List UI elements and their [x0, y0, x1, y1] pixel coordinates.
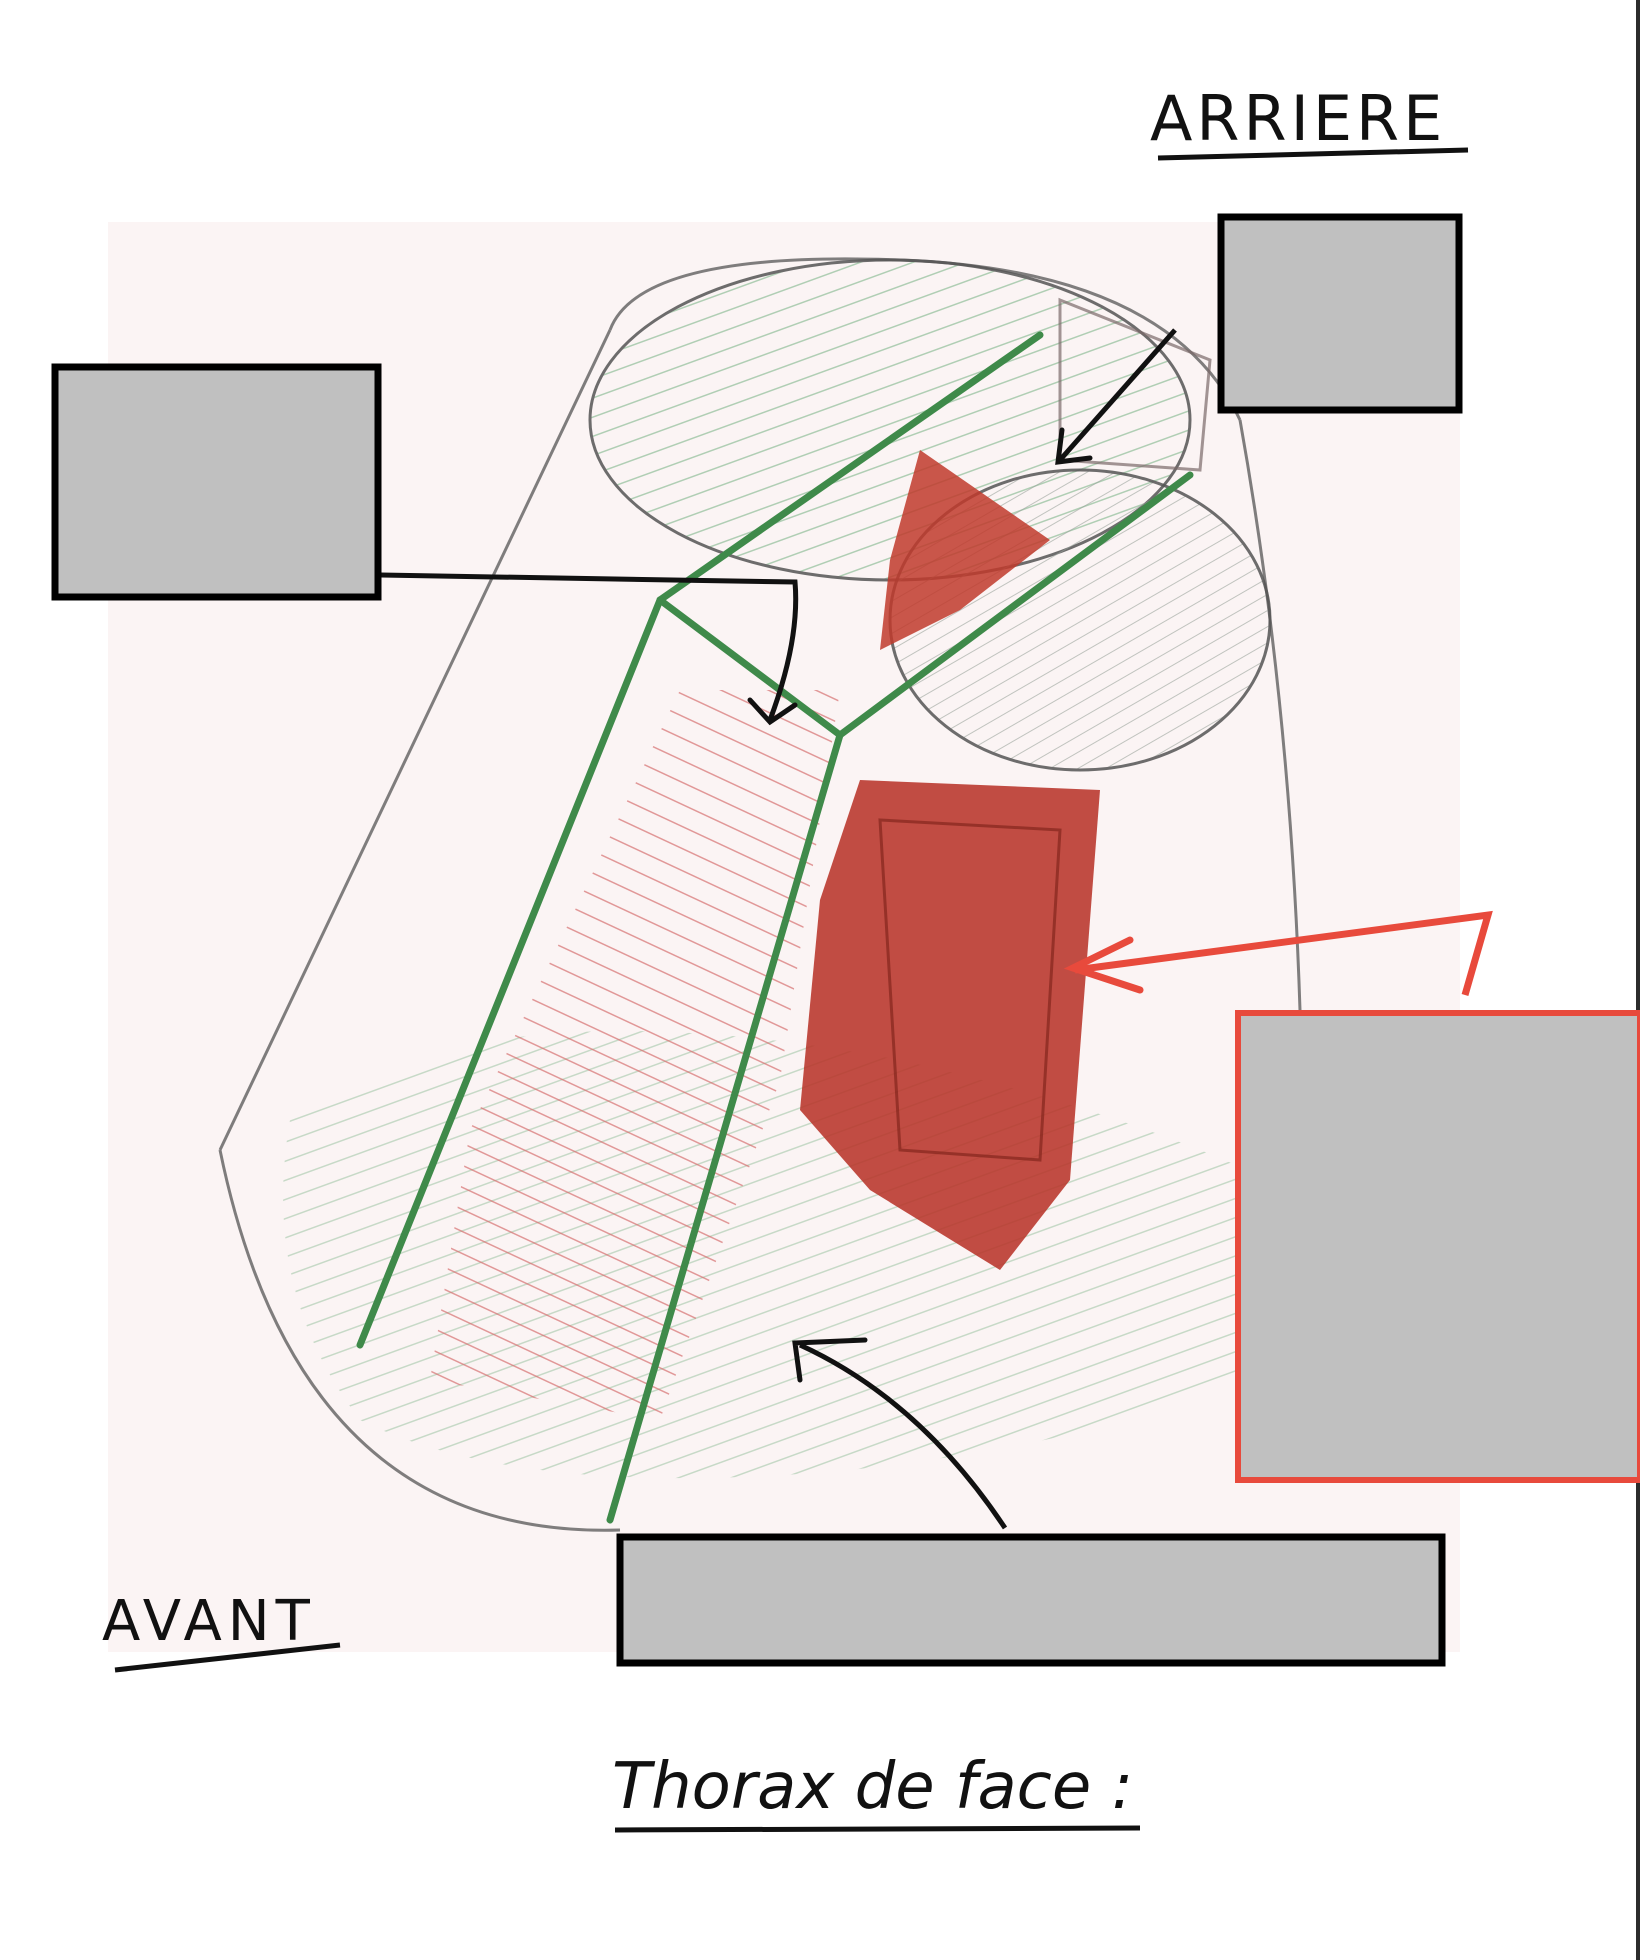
underline-arriere — [1157, 147, 1469, 161]
diagram-caption: Thorax de face : — [612, 1750, 1133, 1824]
upper-frame — [1058, 297, 1212, 472]
answer-box-top-right[interactable] — [1217, 213, 1463, 414]
answer-box-left[interactable] — [51, 363, 382, 601]
front-red-area — [430, 690, 840, 1420]
answer-box-bottom[interactable] — [616, 1533, 1446, 1667]
muscle-upper — [880, 450, 1050, 650]
arrow-bottom — [798, 1342, 1008, 1530]
page-right-edge — [1636, 0, 1640, 1960]
green-frame — [356, 331, 1194, 1524]
arrow-top-right — [1058, 328, 1177, 462]
arrow-right-red — [1074, 910, 1493, 996]
underline-avant — [114, 1642, 341, 1673]
answer-box-right[interactable] — [1235, 1010, 1640, 1483]
label-arriere: ARRIERE — [1150, 82, 1446, 155]
muscle-lower — [800, 780, 1100, 1270]
arrow-left — [377, 572, 799, 721]
label-avant: AVANT — [102, 1589, 316, 1654]
caption-underline — [614, 1825, 1141, 1833]
